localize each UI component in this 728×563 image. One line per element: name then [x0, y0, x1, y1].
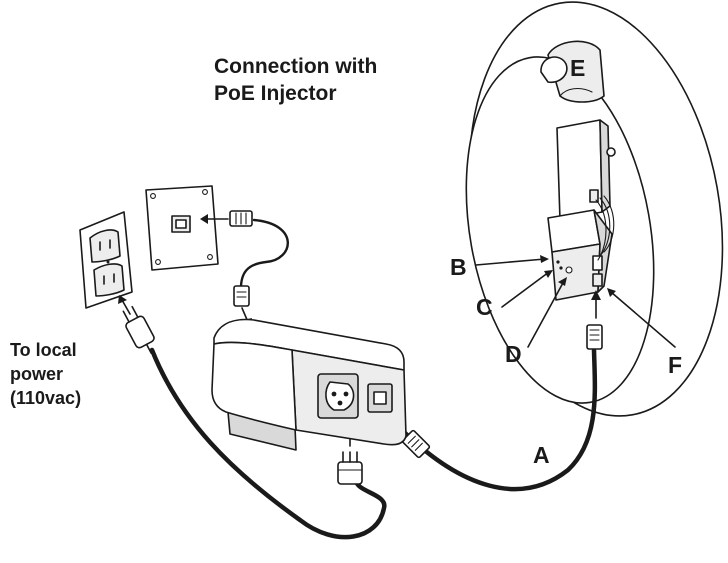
power-note-line2: power [10, 364, 63, 384]
power-outlet [80, 212, 132, 308]
rj45-plug-fixture [587, 325, 602, 349]
power-note-line1: To local [10, 340, 77, 360]
patch-plug-wall [230, 211, 252, 226]
patch-cable [241, 220, 288, 292]
callout-c: C [476, 294, 493, 320]
callout-d: D [505, 341, 522, 367]
callout-e: E [570, 55, 585, 81]
patch-plug-injector [234, 286, 249, 306]
iec-plug [338, 452, 362, 484]
poe-injector [212, 320, 406, 450]
callout-a: A [533, 442, 550, 468]
callout-b: B [450, 254, 467, 280]
callout-f: F [668, 352, 682, 378]
network-wall-plate [146, 186, 218, 270]
diagram-title-line2: PoE Injector [214, 82, 337, 105]
power-note-line3: (110vac) [10, 388, 81, 408]
diagram-title-line1: Connection with [214, 55, 377, 78]
poe-splitter-module [548, 210, 612, 300]
junction-module [557, 120, 615, 220]
